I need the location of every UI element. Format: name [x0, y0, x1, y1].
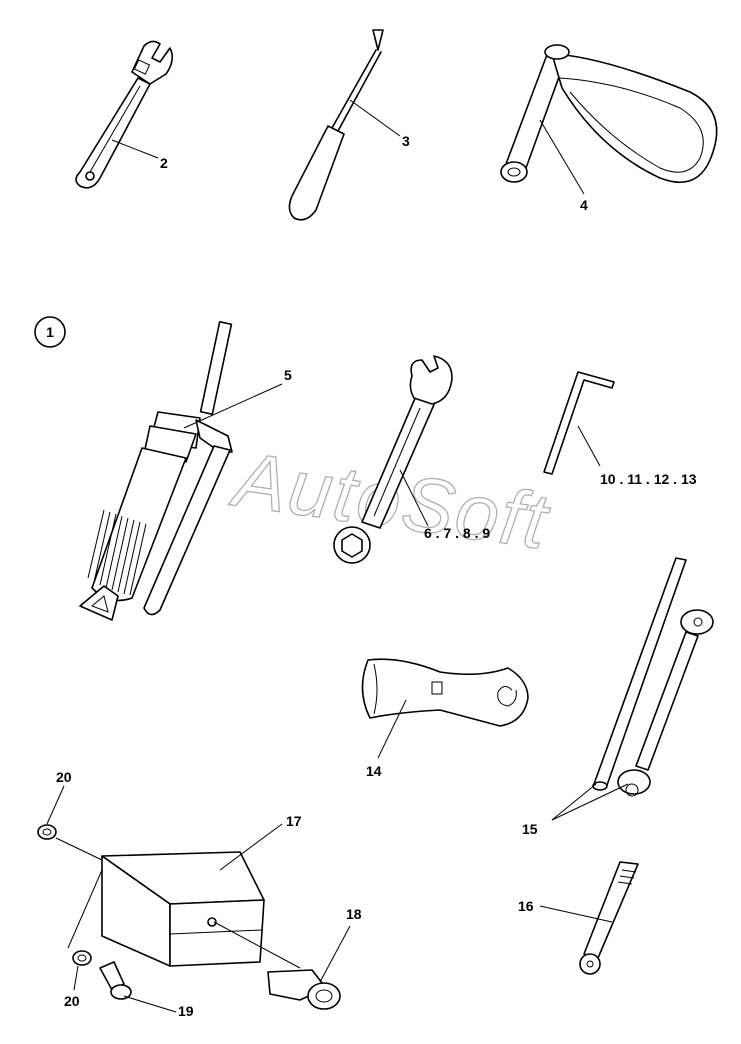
washer-bottom	[67, 869, 103, 991]
spark-plug-spanner	[539, 861, 639, 975]
label-tool-roll: 14	[366, 763, 382, 779]
oil-filter-wrench	[500, 44, 718, 195]
label-adjustable-wrench: 2	[160, 155, 168, 171]
group-marker: 1	[34, 316, 66, 348]
label-latch: 18	[346, 906, 362, 922]
tommy-bar-and-box-spanner	[551, 557, 714, 821]
latch	[213, 921, 351, 1010]
washer-top	[37, 785, 103, 861]
label-spark-plug-spanner: 16	[518, 898, 534, 914]
label-washer-top: 20	[56, 769, 72, 785]
label-tommy-bar-and-box-spanner: 15	[522, 821, 538, 837]
screwdriver	[288, 29, 401, 221]
label-washer-bottom: 20	[64, 993, 80, 1009]
label-grease-gun: 5	[284, 367, 292, 383]
screw	[99, 961, 177, 1013]
label-tool-box: 17	[286, 813, 302, 829]
adjustable-wrench	[75, 40, 174, 189]
group-marker-number: 1	[46, 324, 54, 340]
label-combination-wrench: 6 . 7 . 8 . 9	[424, 525, 490, 541]
label-hex-key: 10 . 11 . 12 . 13	[600, 471, 697, 487]
tool-roll	[361, 658, 529, 759]
combination-wrench	[333, 355, 453, 564]
label-screw: 19	[178, 1003, 194, 1019]
label-screwdriver: 3	[402, 133, 410, 149]
label-oil-filter-wrench: 4	[580, 197, 588, 213]
tool-box	[101, 823, 283, 967]
grease-gun	[79, 320, 283, 621]
hex-key	[543, 371, 615, 475]
